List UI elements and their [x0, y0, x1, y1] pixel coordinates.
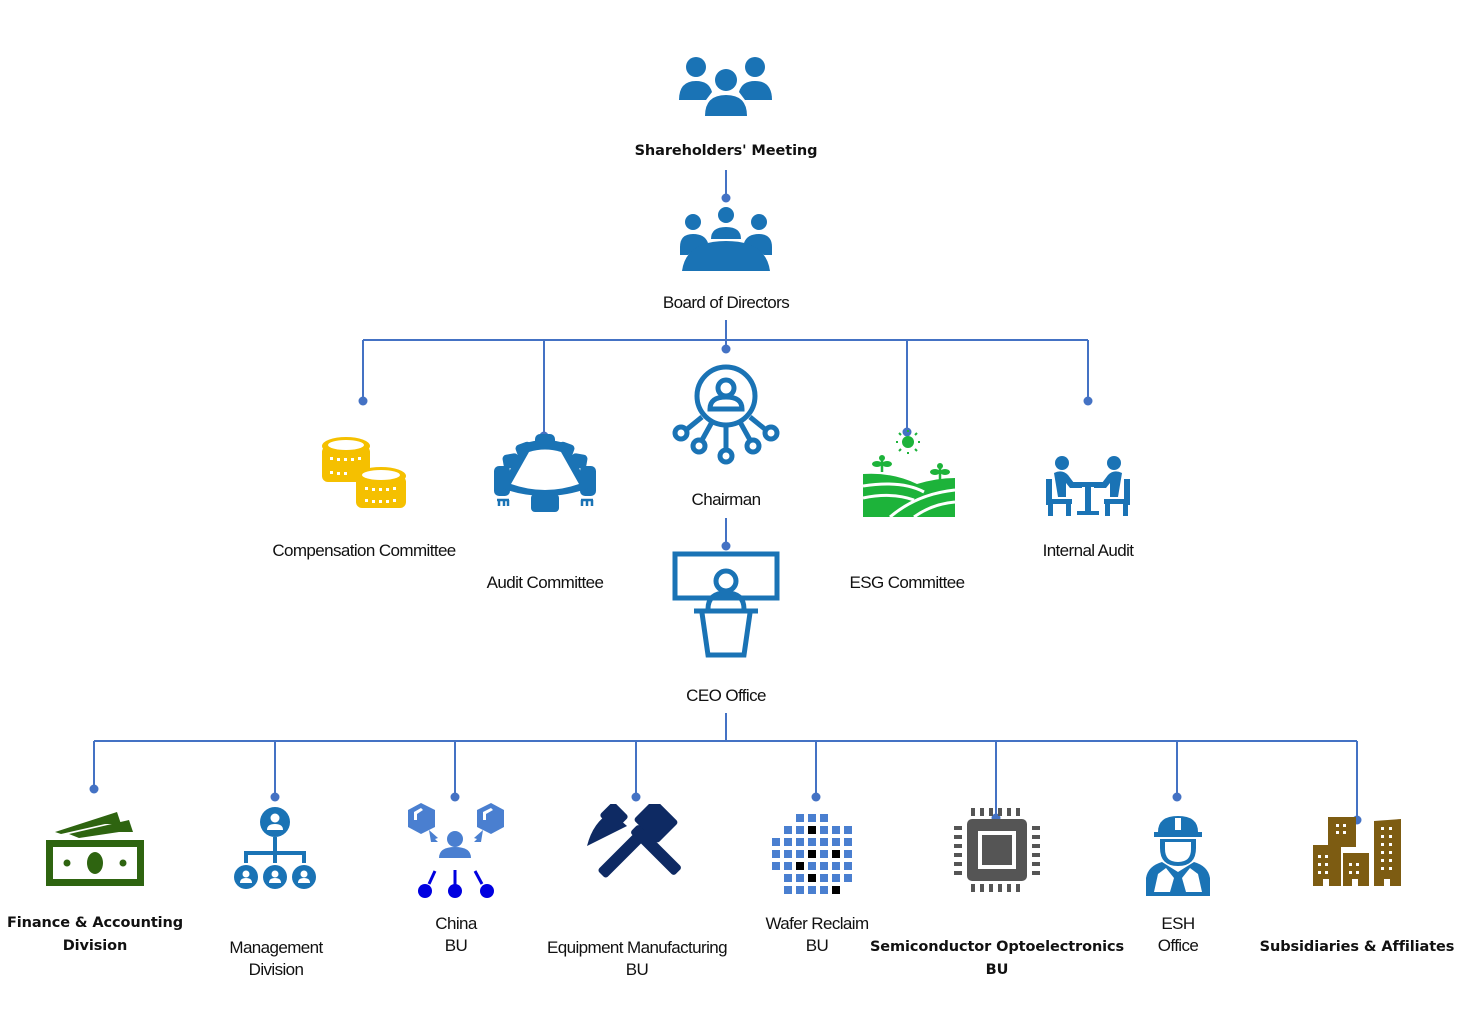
connector-dot [721, 541, 731, 551]
board-meeting-icon [680, 207, 772, 271]
wafer-die [808, 886, 816, 894]
meeting-table-icon [1046, 456, 1130, 516]
wafer-die [820, 814, 828, 822]
node-label: Compensation Committee [272, 541, 456, 560]
wafer-die [844, 826, 852, 834]
org-hierarchy-icon [234, 807, 316, 889]
wafer-icon [772, 814, 852, 894]
wafer-die [820, 874, 828, 882]
wafer-die [820, 838, 828, 846]
node-label-line2: Division [62, 938, 128, 954]
node-label-line1: China [435, 914, 477, 933]
connector-dot [721, 193, 731, 203]
node-label-line1: Wafer Reclaim [765, 914, 869, 933]
node-label-line1: Semiconductor Optoelectronics [869, 939, 1125, 955]
connector-dot [1172, 792, 1182, 802]
wafer-die [784, 826, 792, 834]
hammer-pick-icon [587, 804, 681, 878]
wafer-die [784, 862, 792, 870]
buildings-icon [1313, 817, 1401, 887]
connector-dot [450, 792, 460, 802]
node-label-line2: BU [805, 936, 829, 955]
wafer-die [832, 874, 840, 882]
safety-worker-icon [1146, 816, 1210, 896]
connector-dot [1083, 396, 1093, 406]
wafer-die [796, 814, 804, 822]
network-person-icon [672, 364, 780, 465]
wafer-die [808, 826, 816, 834]
node-label-line2: BU [985, 962, 1009, 978]
wafer-die [832, 850, 840, 858]
money-bills-icon [46, 812, 144, 886]
wafer-die [772, 838, 780, 846]
node-label-line2: Office [1157, 936, 1199, 955]
node-label: ESG Committee [849, 573, 965, 592]
wafer-die [784, 838, 792, 846]
wafer-die [796, 850, 804, 858]
node-label-line1: Equipment Manufacturing [547, 938, 728, 957]
wafer-die [820, 850, 828, 858]
wafer-die [784, 886, 792, 894]
wafer-die [784, 850, 792, 858]
node-label: Board of Directors [662, 293, 790, 312]
wafer-die [820, 826, 828, 834]
connector-dot [270, 792, 280, 802]
wafer-die [844, 874, 852, 882]
conference-table-icon [494, 434, 596, 512]
wafer-die [796, 838, 804, 846]
node-label: Audit Committee [486, 573, 604, 592]
wafer-die [808, 874, 816, 882]
wafer-die [808, 862, 816, 870]
node-label-line2: Division [248, 960, 304, 979]
wafer-die [796, 886, 804, 894]
node-label-line2: BU [444, 936, 468, 955]
node-label-line1: ESH [1161, 914, 1195, 933]
node-label-line1: Finance & Accounting [6, 915, 184, 931]
node-label-line2: BU [625, 960, 649, 979]
node-label: Chairman [691, 490, 762, 509]
connector-dot [631, 792, 641, 802]
wafer-die [844, 838, 852, 846]
node-label-line1: Subsidiaries & Affiliates [1259, 939, 1455, 955]
wafer-die [808, 814, 816, 822]
node-label: Shareholders' Meeting [634, 143, 818, 159]
wafer-die [820, 862, 828, 870]
wafer-die [844, 862, 852, 870]
wafer-die [820, 886, 828, 894]
wafer-die [784, 874, 792, 882]
connector-dot [721, 344, 731, 354]
node-label: CEO Office [686, 686, 766, 705]
node-label-line1: Management [229, 938, 323, 957]
distribution-person-icon [408, 803, 504, 898]
wafer-die [832, 838, 840, 846]
wafer-die [796, 826, 804, 834]
coins-icon [322, 437, 406, 508]
wafer-die [832, 886, 840, 894]
connector-dot [358, 396, 368, 406]
wafer-die [772, 862, 780, 870]
wafer-die [832, 862, 840, 870]
connector-dot [89, 784, 99, 794]
wafer-die [796, 874, 804, 882]
people-group-icon [679, 57, 772, 116]
podium-speaker-icon [672, 551, 780, 658]
wafer-die [772, 850, 780, 858]
chip-icon [954, 808, 1040, 892]
connector-dot [811, 792, 821, 802]
farm-field-sun-icon [862, 430, 956, 518]
wafer-die [832, 826, 840, 834]
wafer-die [808, 838, 816, 846]
wafer-die [796, 862, 804, 870]
node-label: Internal Audit [1042, 541, 1134, 560]
wafer-die [808, 850, 816, 858]
wafer-die [844, 850, 852, 858]
